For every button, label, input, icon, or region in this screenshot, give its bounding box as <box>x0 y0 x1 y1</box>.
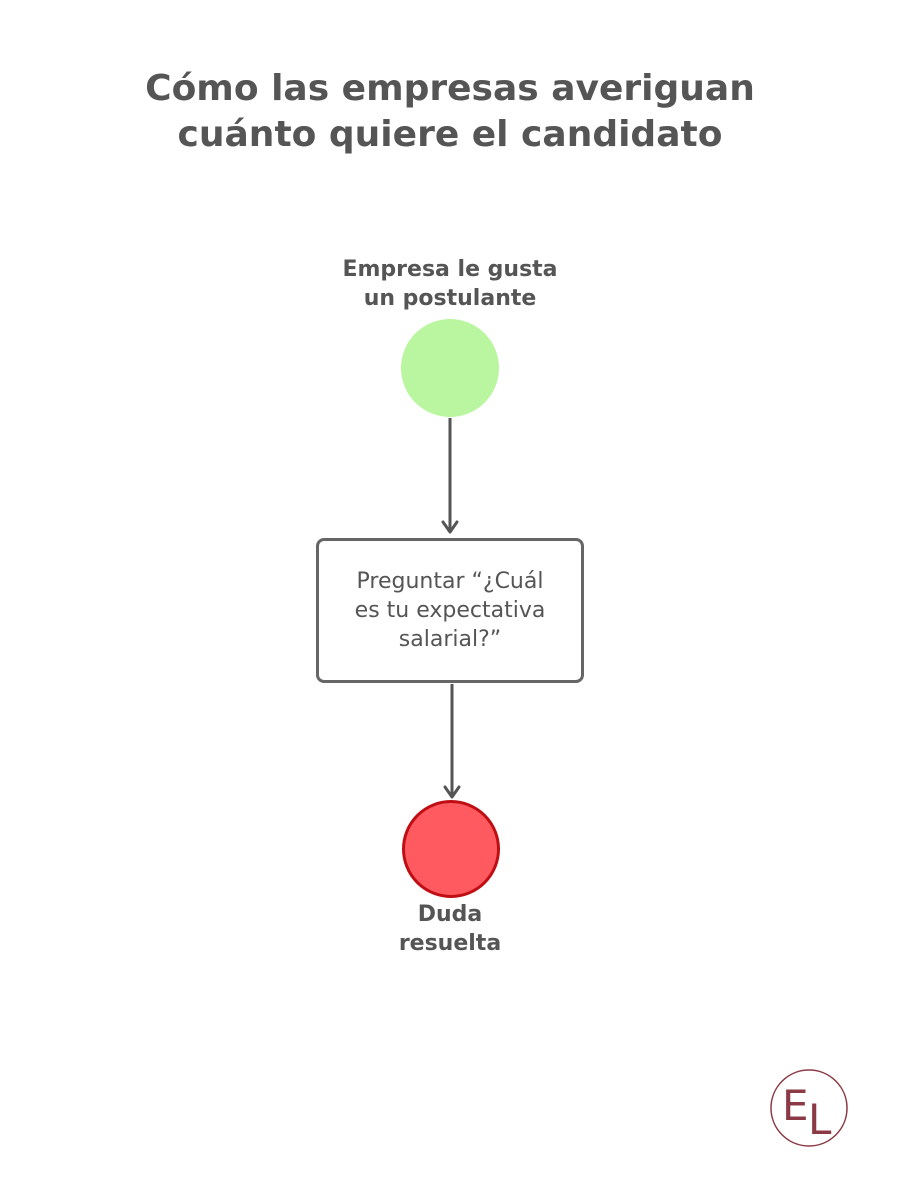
start-node <box>401 319 499 417</box>
start-node-label: Empresa le gusta un postulante <box>300 255 600 313</box>
arrowhead-end <box>443 785 461 799</box>
process-line-3: salarial?” <box>398 627 502 652</box>
el-logo: E L <box>770 1069 848 1147</box>
diagram-title: Cómo las empresas averiguan cuánto quier… <box>0 66 900 158</box>
end-node-label: Duda resuelta <box>300 900 600 958</box>
start-label-line-1: Empresa le gusta <box>342 257 558 282</box>
arrowhead-process <box>441 520 459 534</box>
process-step-box: Preguntar “¿Cuál es tu expectativa salar… <box>316 538 584 683</box>
process-line-2: es tu expectativa <box>354 598 546 623</box>
title-line-1: Cómo las empresas averiguan <box>145 68 755 109</box>
end-label-line-2: resuelta <box>398 931 502 956</box>
title-line-2: cuánto quiere el candidato <box>177 114 723 155</box>
logo-ring <box>770 1069 848 1147</box>
logo-letter-e: E <box>782 1081 809 1130</box>
process-line-1: Preguntar “¿Cuál <box>356 569 544 594</box>
end-node <box>402 800 500 898</box>
process-step-text: Preguntar “¿Cuál es tu expectativa salar… <box>355 567 546 654</box>
start-label-line-2: un postulante <box>363 286 537 311</box>
logo-letter-l: L <box>808 1095 832 1144</box>
end-label-line-1: Duda <box>417 902 483 927</box>
